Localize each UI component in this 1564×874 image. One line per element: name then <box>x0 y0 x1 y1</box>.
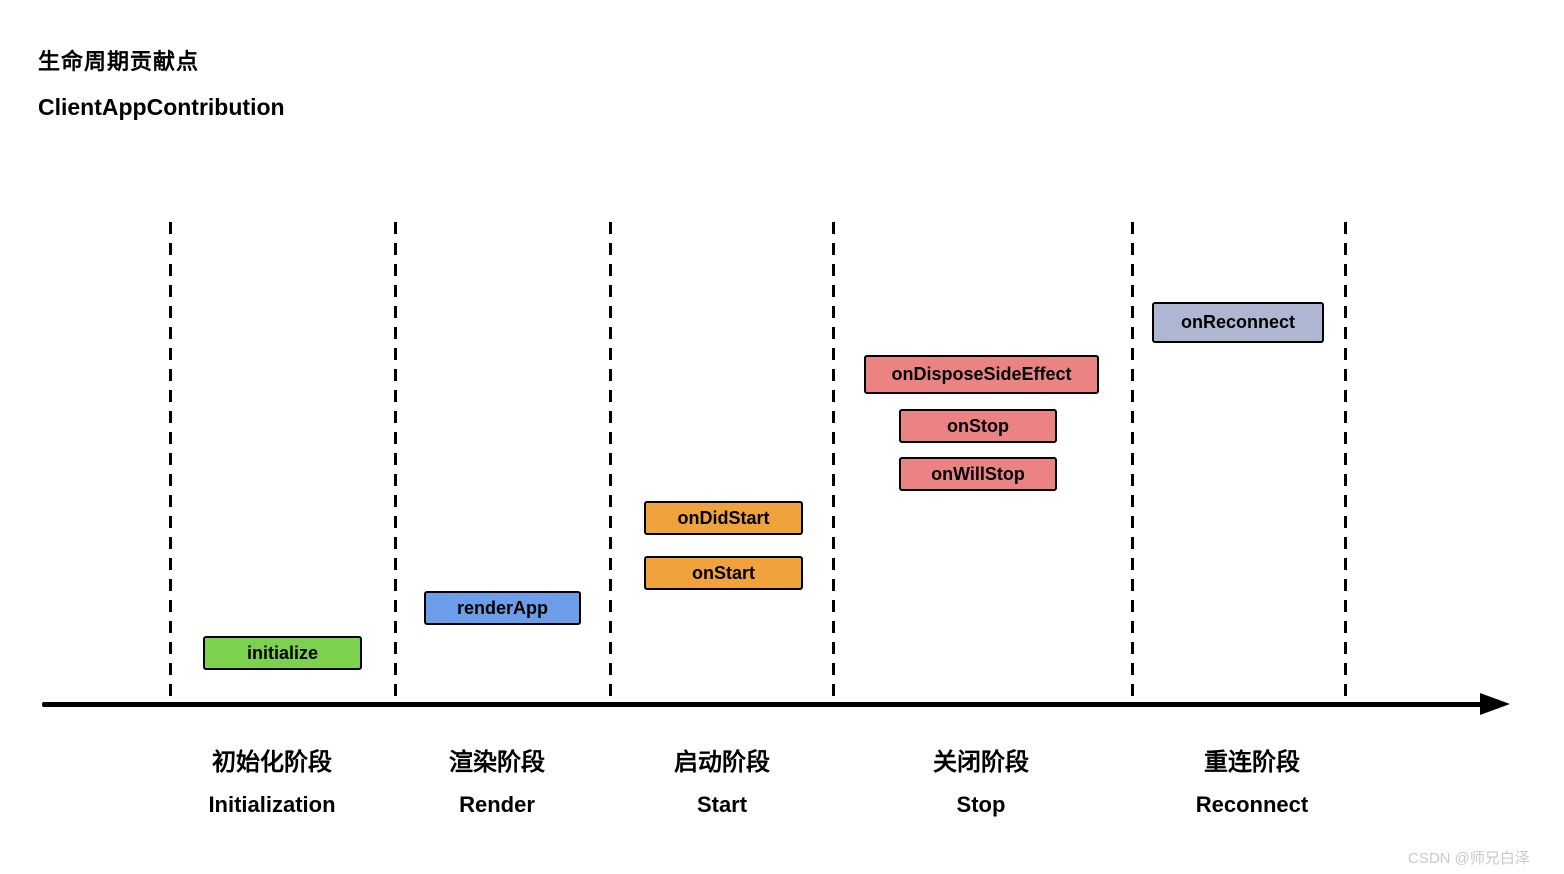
phase-label-cn: 重连阶段 <box>1204 749 1300 776</box>
timeline-axis <box>42 702 1490 707</box>
phase-label-en: Reconnect <box>1195 792 1309 817</box>
phase-label-en: Start <box>696 792 748 817</box>
phase-label-initialization: 初始化阶段 Initialization <box>112 742 432 818</box>
node-renderapp: renderApp <box>424 591 581 625</box>
phase-boundary-line-5 <box>1131 222 1134 702</box>
page-title-cn: 生命周期贡献点 <box>38 49 200 74</box>
phase-label-en: Initialization <box>208 792 336 817</box>
phase-label-en: Stop <box>956 792 1006 817</box>
phase-label-cn: 渲染阶段 <box>449 749 545 776</box>
phase-label-stop: 关闭阶段 Stop <box>821 742 1141 818</box>
phase-boundary-line-1 <box>169 222 172 702</box>
phase-boundary-line-2 <box>394 222 397 702</box>
phase-boundary-line-6 <box>1344 222 1347 702</box>
node-onreconnect: onReconnect <box>1152 302 1324 343</box>
csdn-watermark: CSDN @师兄白泽 <box>1408 850 1530 867</box>
phase-label-en: Render <box>459 792 535 817</box>
node-ondisposesideeffect: onDisposeSideEffect <box>864 355 1099 394</box>
phase-label-cn: 初始化阶段 <box>212 749 332 776</box>
phase-boundary-line-4 <box>832 222 835 702</box>
phase-boundary-line-3 <box>609 222 612 702</box>
node-ondidstart: onDidStart <box>644 501 803 535</box>
node-initialize: initialize <box>203 636 362 670</box>
node-onstart: onStart <box>644 556 803 590</box>
phase-label-reconnect: 重连阶段 Reconnect <box>1092 742 1412 818</box>
node-onwillstop: onWillStop <box>899 457 1057 491</box>
node-onstop: onStop <box>899 409 1057 443</box>
phase-label-render: 渲染阶段 Render <box>337 742 657 818</box>
phase-label-cn: 关闭阶段 <box>933 749 1029 776</box>
timeline-arrowhead-icon <box>1480 693 1510 715</box>
phase-label-cn: 启动阶段 <box>674 749 770 776</box>
phase-label-start: 启动阶段 Start <box>562 742 882 818</box>
page-title-en: ClientAppContribution <box>38 94 285 120</box>
